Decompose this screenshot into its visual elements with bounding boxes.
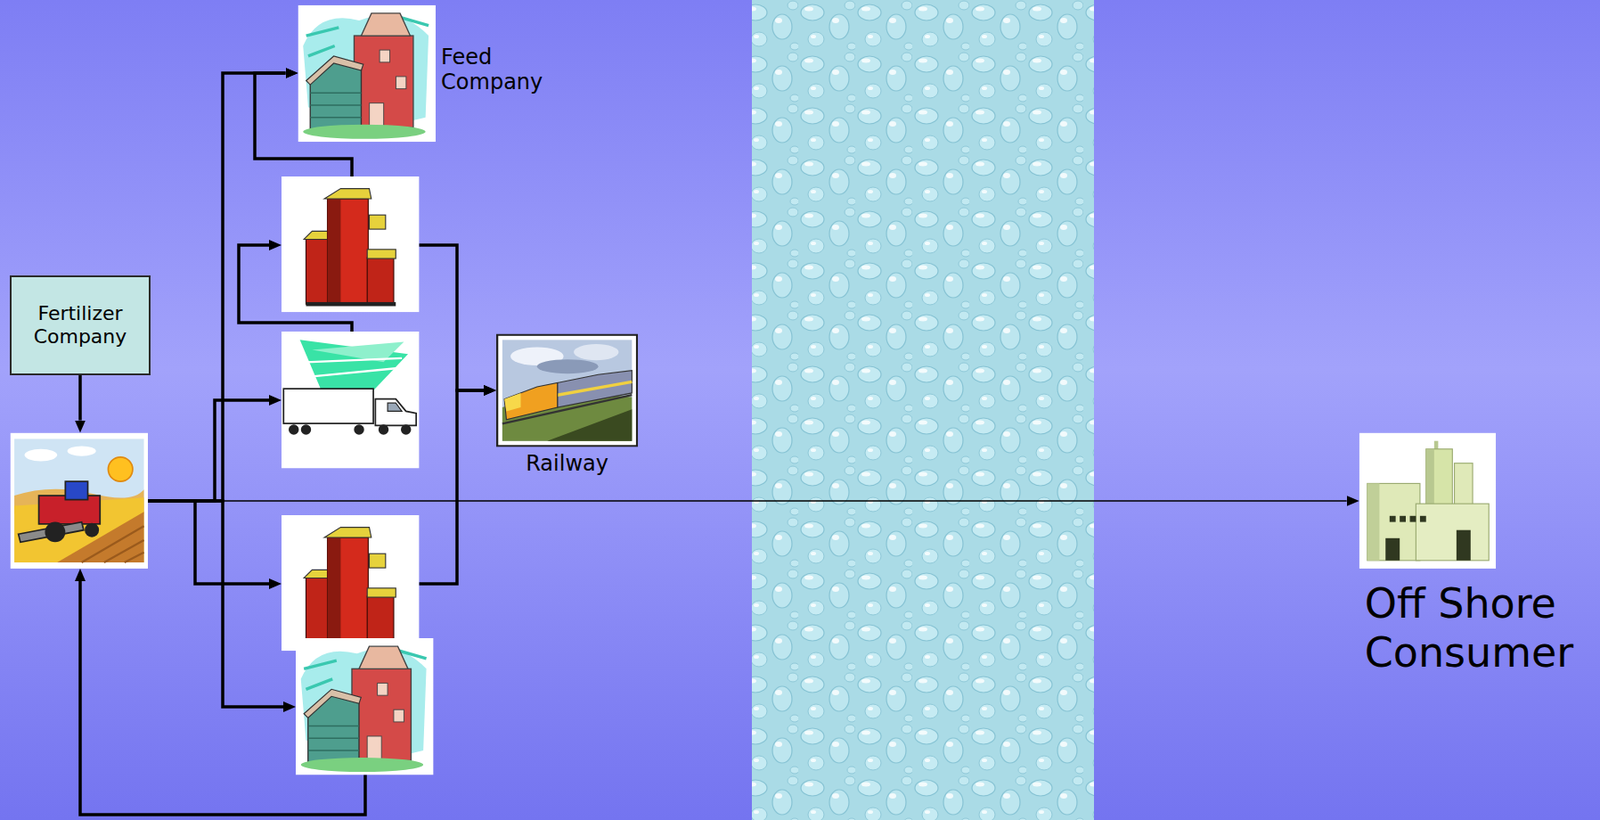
railway-icon: Railway bbox=[496, 334, 638, 448]
icon bbox=[298, 5, 437, 143]
process-box: Fertilizer Company bbox=[9, 275, 151, 376]
flow-arrow bbox=[147, 73, 286, 501]
flow-arrow bbox=[147, 400, 270, 501]
ocean-band bbox=[751, 0, 1094, 820]
icon bbox=[10, 5, 1497, 776]
consumer-icon: Off Shore Consumer bbox=[1359, 432, 1497, 569]
icon bbox=[1359, 432, 1497, 569]
icon bbox=[10, 432, 149, 569]
flow-arrow bbox=[147, 499, 1347, 502]
node-label: Off Shore Consumer bbox=[1364, 579, 1599, 678]
icon bbox=[295, 637, 434, 776]
flow-arrow bbox=[80, 580, 366, 815]
ocean-band bbox=[751, 0, 1094, 820]
icon bbox=[497, 334, 637, 447]
flow-arrow bbox=[147, 500, 270, 584]
feed-mill-icon: Feed Company bbox=[298, 5, 437, 143]
flow-arrow bbox=[419, 390, 484, 584]
flow-arrow bbox=[254, 73, 352, 177]
elevator-icon bbox=[281, 176, 420, 312]
node-label: Fertilizer Company bbox=[20, 302, 140, 350]
farm-icon bbox=[10, 432, 149, 569]
flow-arrow bbox=[419, 244, 484, 391]
flow-arrow bbox=[147, 500, 284, 707]
elevator-icon bbox=[281, 514, 420, 651]
feed-mill-icon bbox=[295, 637, 434, 776]
icon bbox=[281, 176, 420, 312]
icon bbox=[281, 514, 420, 651]
icon bbox=[281, 331, 420, 469]
flow-arrow bbox=[238, 244, 352, 332]
flow-arrow bbox=[78, 375, 82, 421]
truck-icon bbox=[281, 331, 420, 469]
node-label: Railway bbox=[496, 450, 638, 477]
node-label: Feed Company bbox=[440, 44, 566, 97]
